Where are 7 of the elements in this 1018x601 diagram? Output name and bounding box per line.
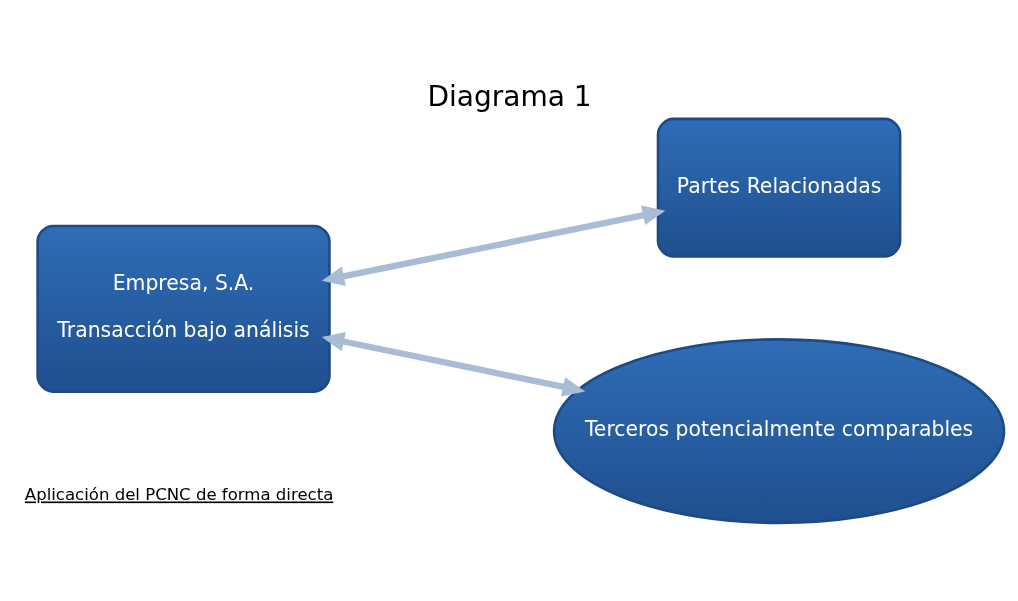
label: Aplicación del PCNC de forma directa — [24, 485, 333, 505]
diagram-title: Diagrama 1 — [426, 79, 592, 113]
node-box: Partes Relacionadas — [656, 117, 901, 258]
arrow — [321, 205, 665, 286]
arrow — [321, 331, 585, 397]
node-box: Empresa, S.A. Transacción bajo análisis — [35, 224, 331, 393]
node-ellipse: Terceros potencialmente comparables — [552, 338, 1005, 525]
